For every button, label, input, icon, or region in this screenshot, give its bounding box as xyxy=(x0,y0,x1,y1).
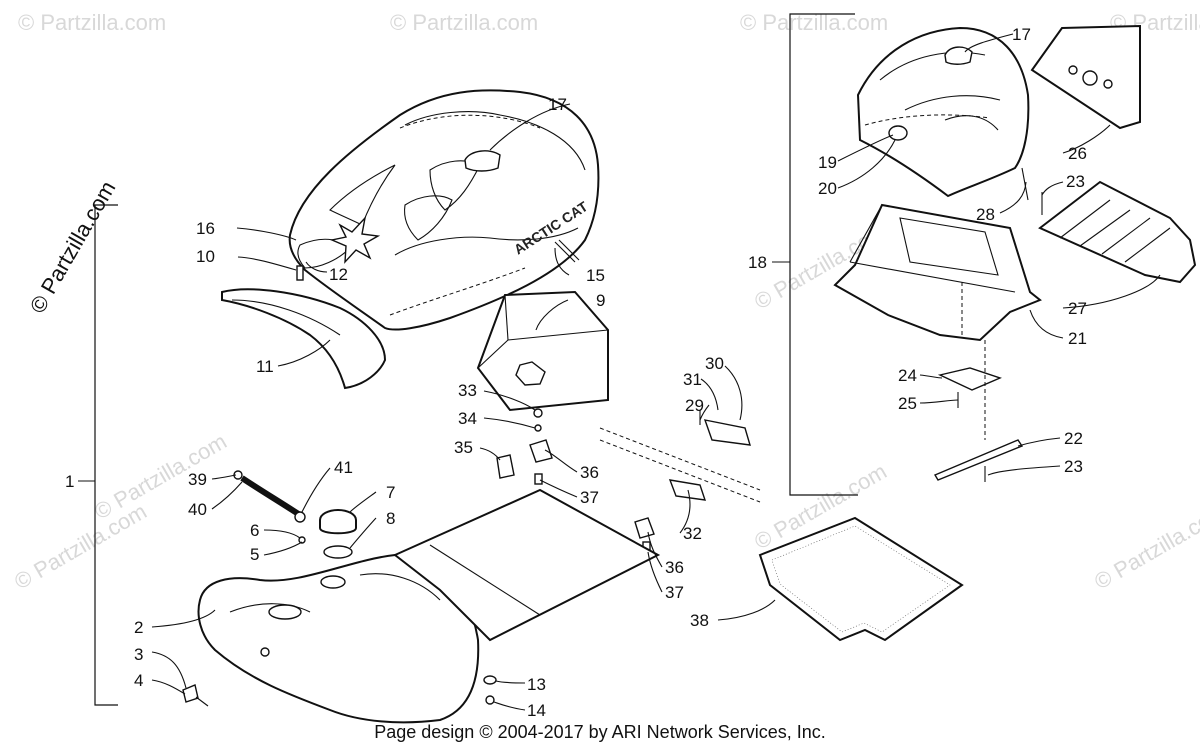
callout-10: 10 xyxy=(196,247,215,266)
callout-8: 8 xyxy=(386,509,395,528)
callout-32: 32 xyxy=(683,524,702,543)
callout-9: 9 xyxy=(596,291,605,310)
callout-17: 17 xyxy=(1012,25,1031,44)
callout-24: 24 xyxy=(898,366,917,385)
callout-25: 25 xyxy=(898,394,917,413)
callout-37: 37 xyxy=(580,488,599,507)
pin-28 xyxy=(1021,167,1029,201)
floor-panel xyxy=(393,488,661,642)
back-pad-26 xyxy=(1030,24,1141,130)
assembly-bracket-18 xyxy=(789,13,858,496)
callout-39: 39 xyxy=(188,470,207,489)
callout-36: 36 xyxy=(665,558,684,577)
callout-41: 41 xyxy=(334,458,353,477)
callout-14: 14 xyxy=(527,701,546,720)
callout-37: 37 xyxy=(665,583,684,602)
washer-13 xyxy=(483,675,497,685)
bolt-14 xyxy=(485,695,495,705)
callout-27: 27 xyxy=(1068,299,1087,318)
watermark: © Partzilla.com xyxy=(10,499,151,595)
callout-38: 38 xyxy=(690,611,709,630)
watermark: © Partzilla.com xyxy=(90,429,231,525)
callout-6: 6 xyxy=(250,521,259,540)
callout-21: 21 xyxy=(1068,329,1087,348)
callout-13: 13 xyxy=(527,675,546,694)
callout-labels: 1 2 3 4 5 6 7 8 9 10 11 12 13 14 15 16 1… xyxy=(65,25,1087,720)
callout-28: 28 xyxy=(976,205,995,224)
strap-22 xyxy=(933,439,1024,481)
callout-1: 1 xyxy=(65,472,74,491)
fuel-tank-2 xyxy=(197,553,480,724)
callout-7: 7 xyxy=(386,483,395,502)
callout-5: 5 xyxy=(250,545,259,564)
watermark: © Partzilla.com xyxy=(1090,499,1200,595)
fuel-line xyxy=(233,470,306,544)
callout-19: 19 xyxy=(818,153,837,172)
callout-40: 40 xyxy=(188,500,207,519)
petcock xyxy=(182,684,209,707)
seat: ARCTIC CAT xyxy=(288,89,600,331)
callout-16: 16 xyxy=(196,219,215,238)
leader-lines xyxy=(151,33,1161,711)
callout-18: 18 xyxy=(748,253,767,272)
callout-20: 20 xyxy=(818,179,837,198)
watermark: © Partzilla.com xyxy=(390,10,538,35)
pin-15 xyxy=(554,241,576,263)
fastener-10 xyxy=(296,265,304,281)
callout-17: 17 xyxy=(548,95,567,114)
callout-35: 35 xyxy=(454,438,473,457)
footer-copyright: Page design © 2004-2017 by ARI Network S… xyxy=(374,722,826,742)
callout-12: 12 xyxy=(329,265,348,284)
callout-23: 23 xyxy=(1066,172,1085,191)
storage-box-9 xyxy=(476,290,609,412)
base-21 xyxy=(833,203,1042,342)
rear-seat xyxy=(856,26,1030,198)
callout-29: 29 xyxy=(685,396,704,415)
watermark: © Partzilla.com xyxy=(18,10,166,35)
callout-26: 26 xyxy=(1068,144,1087,163)
callout-36: 36 xyxy=(580,463,599,482)
mount-rail xyxy=(599,410,761,503)
callout-2: 2 xyxy=(134,618,143,637)
callout-33: 33 xyxy=(458,381,477,400)
callout-22: 22 xyxy=(1064,429,1083,448)
callout-30: 30 xyxy=(705,354,724,373)
callout-34: 34 xyxy=(458,409,477,428)
bracket-24 xyxy=(937,367,1002,391)
watermark-main: © Partzilla.com xyxy=(25,177,121,318)
seat-bracket-11 xyxy=(221,288,387,390)
callout-3: 3 xyxy=(134,645,143,664)
floor-mat-38 xyxy=(758,516,964,642)
assembly-bracket-1 xyxy=(94,204,118,706)
callout-4: 4 xyxy=(134,671,143,690)
tray-27 xyxy=(1038,180,1197,284)
fuel-cap xyxy=(319,509,357,559)
callout-15: 15 xyxy=(586,266,605,285)
callout-11: 11 xyxy=(256,357,274,376)
callout-31: 31 xyxy=(683,370,702,389)
pin-15 xyxy=(558,239,580,261)
callout-23: 23 xyxy=(1064,457,1083,476)
